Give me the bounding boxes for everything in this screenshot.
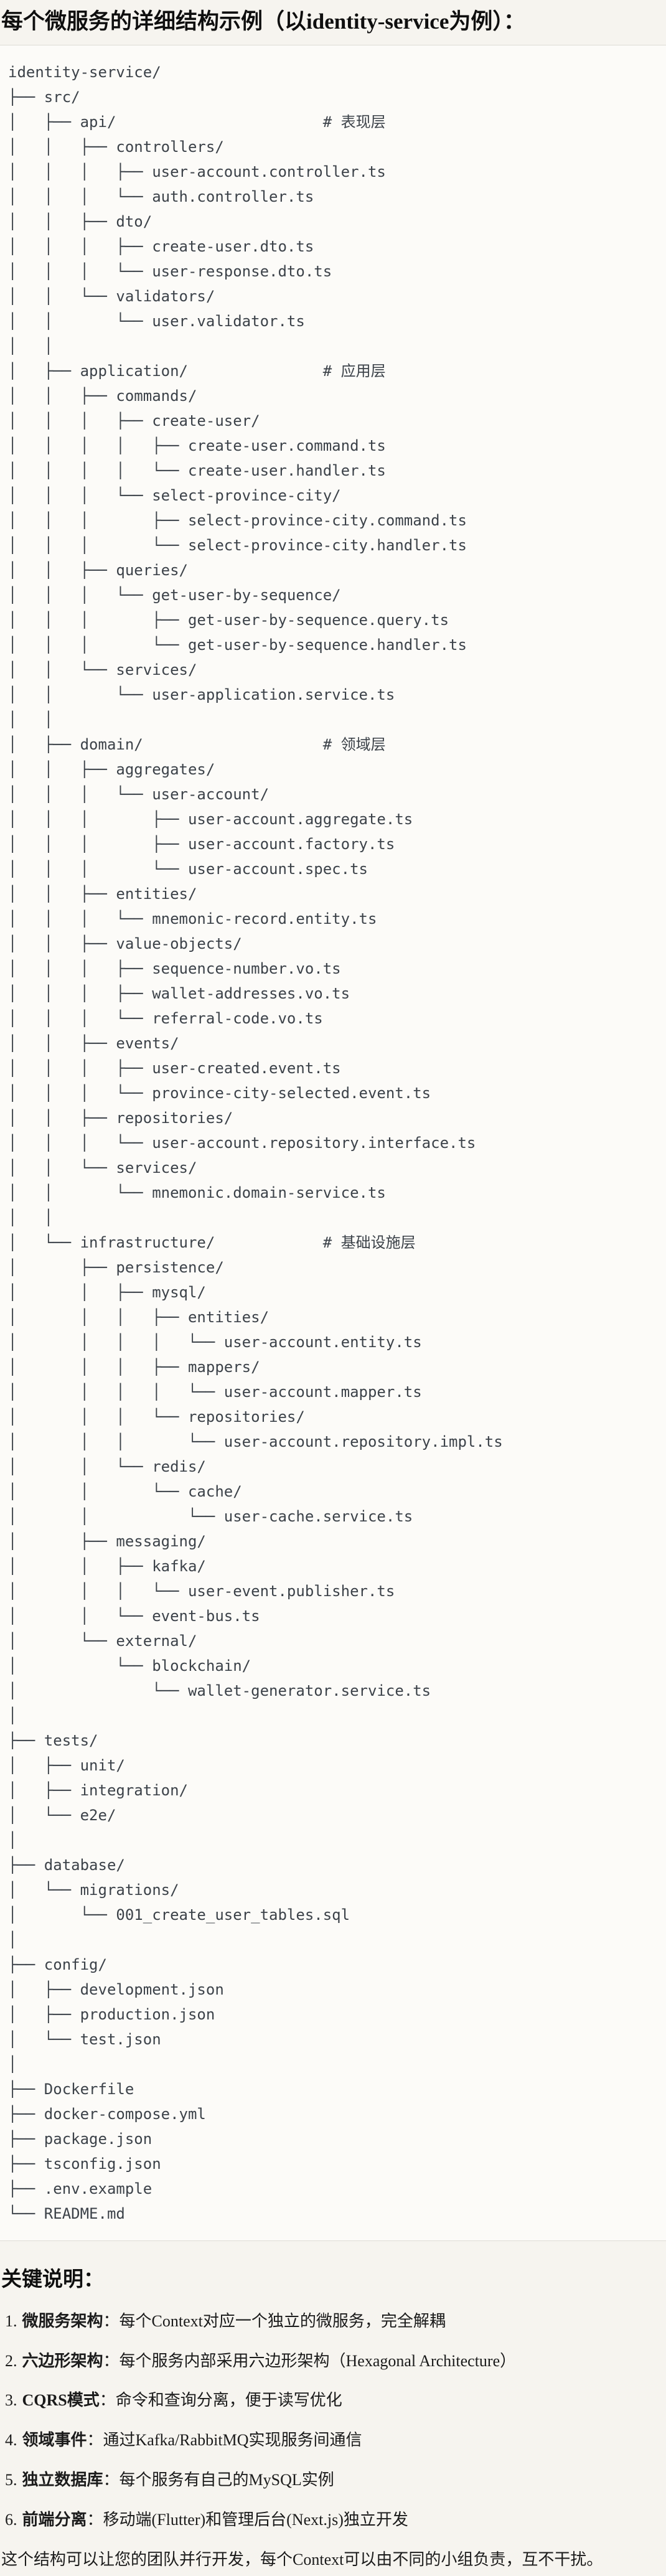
note-number: 5.	[5, 2470, 17, 2489]
note-term: 六边形架构	[22, 2351, 103, 2370]
note-term: 独立数据库	[22, 2470, 103, 2489]
note-term: CQRS模式	[22, 2391, 100, 2410]
note-item: 5. 独立数据库：每个服务有自己的MySQL实例	[5, 2470, 666, 2491]
note-item: 6. 前端分离：移动端(Flutter)和管理后台(Next.js)独立开发	[5, 2509, 666, 2531]
note-number: 1.	[5, 2311, 17, 2330]
note-number: 6.	[5, 2510, 17, 2529]
note-desc: ：每个Context对应一个独立的微服务，完全解耦	[103, 2311, 446, 2330]
note-term: 领域事件	[22, 2431, 87, 2450]
note-desc: ：移动端(Flutter)和管理后台(Next.js)独立开发	[87, 2510, 408, 2529]
note-number: 3.	[5, 2391, 17, 2410]
note-item: 1. 微服务架构：每个Context对应一个独立的微服务，完全解耦	[5, 2311, 666, 2332]
note-term: 前端分离	[22, 2510, 87, 2529]
note-desc: ：命令和查询分离，便于读写优化	[99, 2391, 342, 2410]
note-item: 2. 六边形架构：每个服务内部采用六边形架构（Hexagonal Architec…	[5, 2351, 666, 2372]
note-desc: ：每个服务有自己的MySQL实例	[103, 2470, 334, 2489]
directory-tree: identity-service/ ├── src/ │ ├── api/ # …	[8, 63, 503, 2222]
closing-paragraph: 这个结构可以让您的团队并行开发，每个Context可以由不同的小组负责，互不干扰…	[1, 2550, 603, 2569]
note-item: 4. 领域事件：通过Kafka/RabbitMQ实现服务间通信	[5, 2430, 666, 2451]
note-item: 3. CQRS模式：命令和查询分离，便于读写优化	[5, 2390, 666, 2411]
note-number: 4.	[5, 2431, 17, 2450]
code-block: identity-service/ ├── src/ │ ├── api/ # …	[0, 44, 666, 2241]
note-number: 2.	[5, 2351, 17, 2370]
note-term: 微服务架构	[22, 2311, 103, 2330]
note-desc: ：通过Kafka/RabbitMQ实现服务间通信	[87, 2431, 362, 2450]
notes-heading: 关键说明：	[1, 2268, 104, 2291]
note-desc: ：每个服务内部采用六边形架构（Hexagonal Architecture）	[103, 2351, 517, 2370]
page-title: 每个微服务的详细结构示例（以identity-service为例）：	[1, 9, 525, 34]
